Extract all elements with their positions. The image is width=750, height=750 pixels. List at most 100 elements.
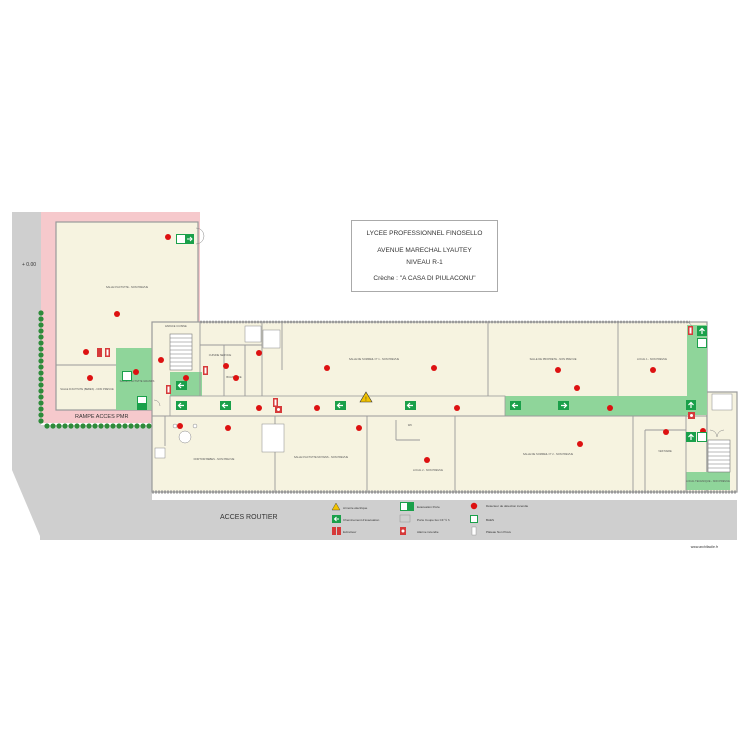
- fire-alarm-icon: [275, 406, 282, 413]
- emergency-exit-icon: [697, 432, 707, 442]
- extinguisher-icon: [166, 385, 171, 394]
- road-label: ACCES ROUTIER: [220, 514, 278, 521]
- fire-alarm-icon: [97, 348, 102, 357]
- room-label: WC: [408, 423, 412, 427]
- smoke-detector-icon: [83, 349, 89, 355]
- wc-fixtures: [154, 325, 733, 459]
- legend-text: Alarme incendie: [417, 530, 439, 534]
- smoke-detector-icon: [574, 385, 580, 391]
- legend-item: Extincteur: [332, 527, 356, 535]
- legend-item: Cheminement d'évacuation: [332, 515, 380, 523]
- exit-arrow-left-icon: [510, 401, 521, 410]
- emergency-exit-icon: [176, 234, 194, 244]
- smoke-detector-icon: [314, 405, 320, 411]
- smoke-detector-icon: [356, 425, 362, 431]
- smoke-detector-icon: [177, 423, 183, 429]
- legend-item: Plateau Non Prévu: [471, 526, 512, 536]
- room-label: CUISINE SERVICE: [209, 353, 232, 357]
- extinguisher-icon: [688, 326, 693, 335]
- room-label: VESTIAIRE: [658, 449, 672, 453]
- title-school: LYCEE PROFESSIONNEL FINOSELLO: [366, 230, 483, 237]
- plateau-icon: [471, 526, 477, 536]
- hedge: [38, 310, 158, 429]
- smoke-detector-icon: [663, 429, 669, 435]
- smoke-detector-icon: [87, 375, 93, 381]
- warning-icon: !: [359, 391, 373, 403]
- title-creche: Crèche : "A CASA DI PIULACONU": [373, 275, 476, 282]
- smoke-detectors: [83, 234, 706, 463]
- stairs-left: [169, 333, 193, 371]
- room-label: SALLE D'ACTIVITE MOYENS - NON PREVUE: [294, 455, 349, 459]
- legend-text: Evacuation Porte: [417, 505, 440, 509]
- exit-arrow-left-icon: [220, 401, 231, 410]
- smoke-detector-icon: [454, 405, 460, 411]
- smoke-detector-icon: [223, 363, 229, 369]
- smoke-detector-icon: [233, 375, 239, 381]
- smoke-detector-icon: [256, 405, 262, 411]
- room-label: LOCAL 2 - NON PREVUE: [413, 468, 443, 472]
- legend-item: BAES: [470, 515, 494, 523]
- exit-arrow-left-icon: [405, 401, 416, 410]
- room-label: LOCAL 1 - NON PREVUE: [637, 357, 667, 361]
- legend-text: Porte Coupe feu CF ½ h: [417, 518, 450, 522]
- ramp-label: RAMPE ACCES PMR: [75, 414, 129, 420]
- legend-item: Alarme incendie: [400, 527, 439, 535]
- smoke-detector-icon: [133, 369, 139, 375]
- legend-text: Extincteur: [343, 530, 356, 534]
- title-level: NIVEAU R-1: [406, 259, 443, 266]
- room-label: LOCAL TECHNIQUE - NON PREVUE: [686, 479, 730, 483]
- fire-alarm-icon: [688, 412, 695, 419]
- smoke-detector-icon: [607, 405, 613, 411]
- smoke-detector-icon: [165, 234, 171, 240]
- emergency-exit-icon: [137, 396, 147, 410]
- smoke-detector-icon: [424, 457, 430, 463]
- fire-equipment: [97, 326, 695, 419]
- extinguisher-icon: [332, 527, 336, 535]
- fixture-circles: [172, 423, 198, 444]
- room-label: SALLE DE SOMMEIL N° 1 - NON PREVUE: [349, 357, 400, 361]
- room-label: SALLE DE SOMMEIL N° 2 - NON PREVUE: [523, 452, 574, 456]
- level-label: + 0.00: [22, 262, 36, 268]
- svg-text:!: !: [365, 397, 367, 403]
- exit-arrow-left-icon: [176, 381, 187, 390]
- exit-arrow-up-icon: [686, 400, 696, 410]
- smoke-detector-icon: [650, 367, 656, 373]
- smoke-detector-icon: [225, 425, 231, 431]
- interior-walls: [56, 322, 707, 492]
- legend-text: BAES: [486, 518, 494, 522]
- exit-arrow-left-icon: [176, 401, 187, 410]
- legend-text: Armoire électrique: [343, 506, 368, 510]
- smoke-detector-icon: [183, 375, 189, 381]
- smoke-detector-icon: [324, 365, 330, 371]
- emergency-exit-icon: [697, 338, 707, 348]
- smoke-detector-icon: [555, 367, 561, 373]
- legend-item: Evacuation Porte: [400, 502, 440, 511]
- room-label: DORTOIR BEBES - NON PREVUE: [194, 457, 235, 461]
- legend-text: Plateau Non Prévu: [486, 530, 512, 534]
- title-block: LYCEE PROFESSIONNEL FINOSELLO AVENUE MAR…: [351, 220, 498, 292]
- exit-arrow-right-icon: [558, 401, 569, 410]
- room-label: ESPACE CUISINE: [165, 324, 187, 328]
- doors: [153, 227, 725, 438]
- legend-item: Détecteur de détection incendie: [470, 502, 529, 510]
- fire-door-icon: [399, 514, 411, 523]
- warning-icon: [331, 502, 341, 511]
- smoke-detector-icon: [114, 311, 120, 317]
- smoke-detector-icon: [577, 441, 583, 447]
- room-label: SALLE D'ACTIVITE - NON PREVUE: [106, 285, 149, 289]
- stairs-right: [707, 439, 731, 473]
- extinguisher-icon: [105, 348, 110, 357]
- exit-arrow-up-icon: [686, 432, 696, 442]
- smoke-detector-icon: [256, 350, 262, 356]
- road-area: [12, 212, 737, 540]
- exit-arrow-left-icon: [335, 401, 346, 410]
- exit-arrows: [176, 326, 707, 442]
- smoke-detector-icon: [158, 357, 164, 363]
- legend-item: Armoire électrique: [331, 502, 368, 511]
- room-label: SALLE DE PROPRETE - NON PREVUE: [530, 357, 577, 361]
- extinguisher-icon: [203, 366, 208, 375]
- legend: Armoire électrique Cheminement d'évacuat…: [331, 502, 529, 536]
- room-label: SALLE D'ACTIVITE (BEBES) - NON PREVUE: [60, 387, 114, 391]
- room-label: SALLE D'ACTIVITE GRANDS: [120, 379, 155, 383]
